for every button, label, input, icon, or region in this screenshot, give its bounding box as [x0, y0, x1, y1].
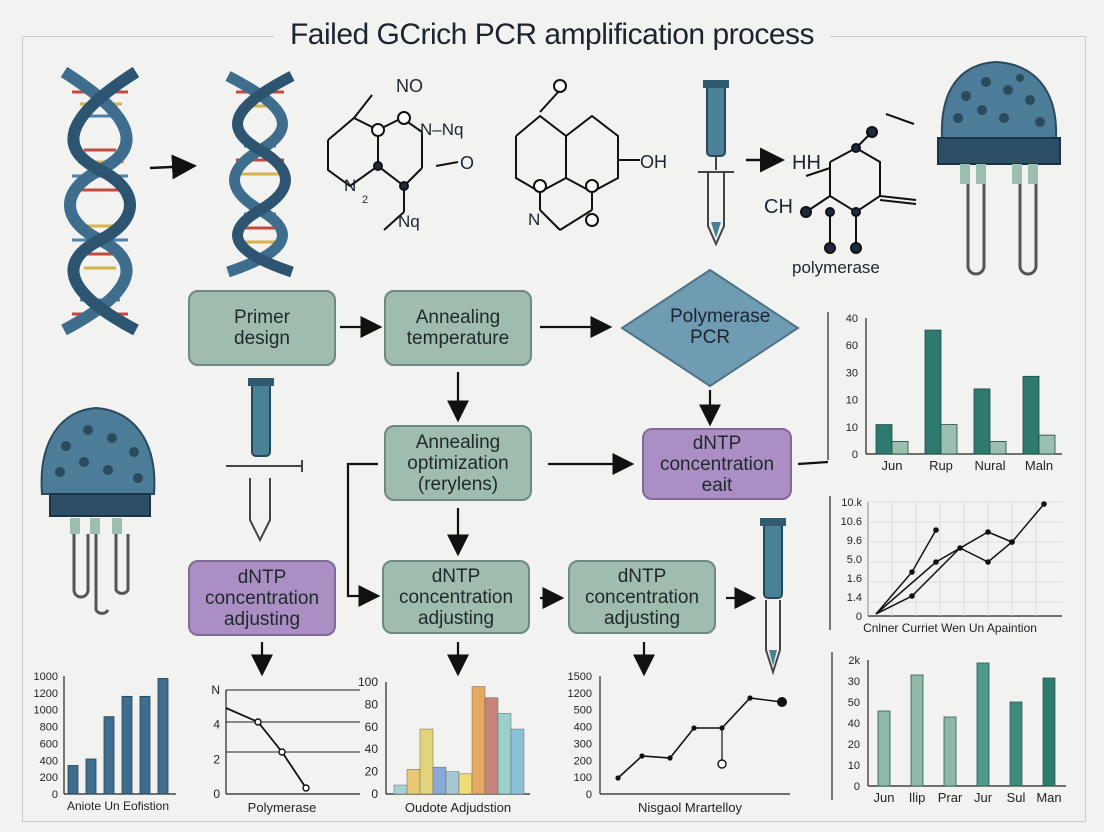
diagram-frame	[22, 36, 1086, 822]
dntp-concentration-eait-box[interactable]: dNTP concentration eait	[642, 428, 792, 500]
chem-label-sub2: 2	[362, 194, 369, 206]
chem-label-o: O	[460, 153, 475, 173]
chem-label-no: NO	[396, 76, 423, 96]
primer-design-box[interactable]: Primer design	[188, 290, 336, 366]
polymerase-pcr-diamond[interactable]: Polymerase PCR	[620, 268, 800, 388]
dntp-concentration-left-box[interactable]: dNTP concentration adjusting	[188, 560, 336, 636]
chem-label-n-ring: N	[528, 210, 541, 229]
dntp-concentration-right-box[interactable]: dNTP concentration adjusting	[568, 560, 716, 634]
chem-label-ch: CH	[764, 196, 793, 218]
dntp-concentration-mid-box[interactable]: dNTP concentration adjusting	[382, 560, 530, 634]
diamond-shape	[620, 268, 800, 388]
annealing-optimization-box[interactable]: Annealing optimization (rerylens)	[384, 425, 532, 501]
polymerase-label: polymerase	[792, 258, 880, 277]
chem-label-oh: OH	[640, 152, 667, 172]
annealing-temperature-box[interactable]: Annealing temperature	[384, 290, 532, 366]
chem-label-n-left: N	[344, 176, 357, 195]
chem-label-hh: HH	[792, 152, 821, 174]
polymerase-pcr-label: Polymerase PCR	[670, 306, 771, 348]
chem-label-nq: Nq	[398, 212, 420, 231]
chem-label-nnq: N–Nq	[420, 120, 464, 139]
page-title: Failed GCrich PCR amplification process	[0, 18, 1104, 52]
